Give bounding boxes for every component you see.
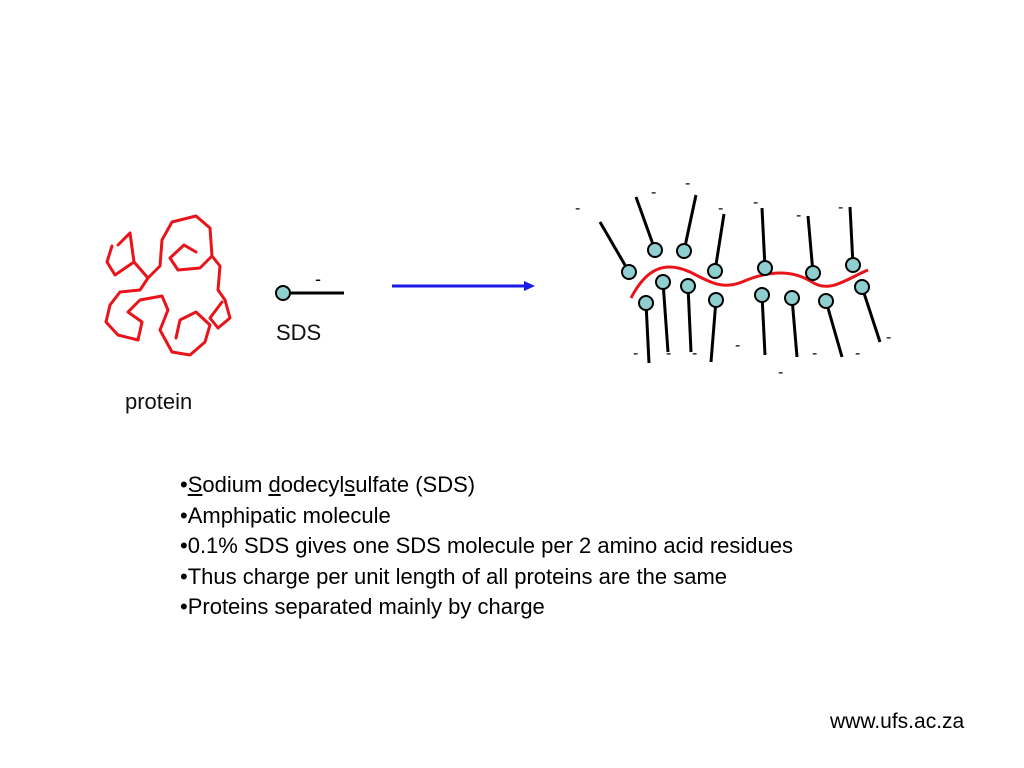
sds-tail bbox=[661, 281, 670, 353]
sds-tail bbox=[713, 213, 726, 272]
sds-head bbox=[818, 293, 834, 309]
charge-label: - bbox=[666, 345, 671, 362]
bullet-item: •0.1% SDS gives one SDS molecule per 2 a… bbox=[180, 533, 794, 558]
sds-tail bbox=[760, 207, 767, 269]
sds-tail bbox=[634, 196, 657, 251]
bullet-item: •Proteins separated mainly by charge bbox=[180, 594, 545, 619]
sds-tail bbox=[644, 302, 651, 364]
sds-head bbox=[845, 257, 861, 273]
sds-head bbox=[647, 242, 663, 258]
sds-head bbox=[621, 264, 637, 280]
sds-tail bbox=[848, 206, 855, 266]
sds-label: SDS bbox=[276, 320, 322, 345]
sds-tail bbox=[682, 194, 698, 252]
protein-label: protein bbox=[125, 389, 193, 414]
footer-url: www.ufs.ac.za bbox=[830, 710, 965, 733]
sds-head bbox=[655, 274, 671, 290]
charge-label: - bbox=[692, 345, 697, 362]
charge-label: - bbox=[651, 184, 656, 201]
bullet-list: •Sodium dodecylsulfate (SDS) •Amphipatic … bbox=[180, 470, 900, 627]
arrow-head bbox=[524, 281, 535, 291]
sds-tail bbox=[824, 300, 844, 358]
bullet-item: •Sodium dodecylsulfate (SDS) bbox=[180, 472, 476, 497]
bullet-item: •Thus charge per unit length of all prot… bbox=[180, 563, 728, 589]
charge-label: - bbox=[735, 337, 740, 354]
sds-head bbox=[707, 263, 723, 279]
sds-tail bbox=[860, 286, 882, 343]
charge-label: - bbox=[753, 194, 758, 211]
sds-tail bbox=[790, 297, 799, 358]
sds-tail bbox=[760, 294, 767, 356]
sds-head bbox=[638, 295, 654, 311]
charge-label: - bbox=[685, 175, 690, 192]
charge-label: - bbox=[718, 200, 723, 217]
sds-charge: - bbox=[315, 269, 321, 289]
charge-label: - bbox=[796, 207, 801, 224]
sds-head bbox=[676, 243, 692, 259]
sds-head bbox=[275, 285, 291, 301]
sds-tail bbox=[598, 221, 631, 273]
charge-label: - bbox=[855, 345, 860, 362]
sds-head bbox=[757, 260, 773, 276]
sds-head bbox=[680, 278, 696, 294]
bullet-item: •Amphipatic molecule bbox=[180, 502, 391, 528]
sds-protein-complex: - - - - - - - - - - - - - - - bbox=[575, 175, 891, 381]
sds-head bbox=[708, 292, 724, 308]
charge-label: - bbox=[812, 345, 817, 362]
charge-label: - bbox=[886, 329, 891, 346]
sds-head bbox=[805, 265, 821, 281]
charge-label: - bbox=[575, 200, 580, 217]
protein-coil bbox=[104, 214, 232, 357]
charge-label: - bbox=[838, 199, 843, 216]
sds-head bbox=[854, 279, 870, 295]
sds-head bbox=[754, 287, 770, 303]
unfolded-protein-chain bbox=[629, 265, 869, 299]
charge-label: - bbox=[633, 345, 638, 362]
sds-tail bbox=[806, 215, 815, 274]
charge-label: - bbox=[778, 364, 783, 381]
sds-head bbox=[784, 290, 800, 306]
sds-tail bbox=[709, 299, 718, 363]
sds-tail bbox=[686, 285, 693, 353]
